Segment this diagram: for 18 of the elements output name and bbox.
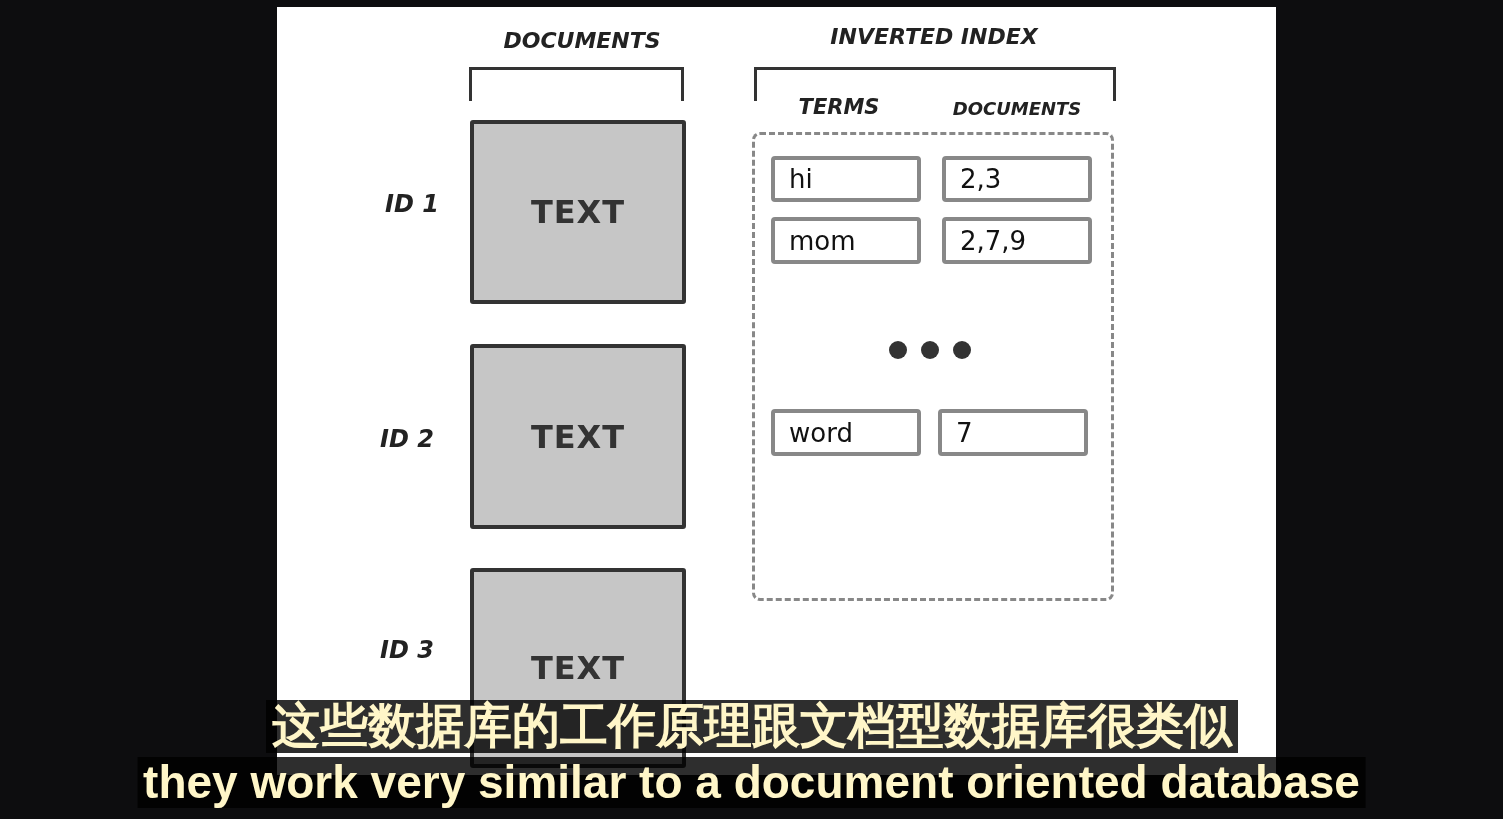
heading: DOCUMENTS — [503, 28, 661, 53]
index-cell: 2,3 — [942, 156, 1092, 202]
column-heading: DOCUMENTS — [952, 98, 1082, 119]
index-cell: hi — [771, 156, 921, 202]
id-label: ID 2 — [380, 425, 434, 453]
index-cell: 2,7,9 — [942, 217, 1092, 264]
document-box: TEXT — [470, 344, 686, 529]
index-cell: mom — [771, 217, 921, 264]
id-label: ID 1 — [385, 190, 439, 218]
subtitle: 这些数据库的工作原理跟文档型数据库很类似 — [265, 700, 1238, 753]
document-box: TEXT — [470, 120, 686, 304]
heading: INVERTED INDEX — [830, 24, 1038, 49]
subtitle: they work very similar to a document oriented database — [137, 757, 1366, 808]
column-heading: TERMS — [798, 95, 880, 119]
index-cell: 7 — [938, 409, 1088, 456]
index-cell: word — [771, 409, 921, 456]
id-label: ID 3 — [380, 636, 434, 664]
index-container — [752, 132, 1114, 601]
